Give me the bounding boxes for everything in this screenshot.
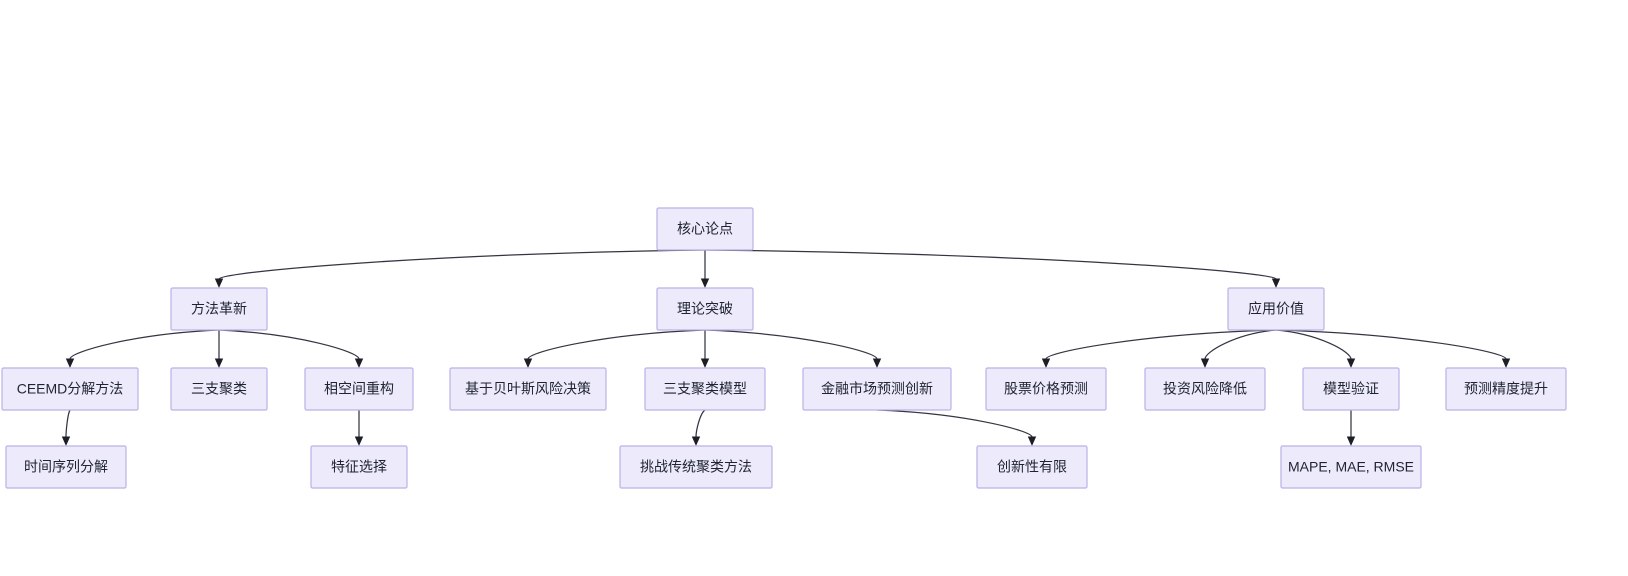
edge-arrowhead — [872, 358, 882, 368]
node-box[interactable] — [619, 445, 773, 489]
flow-node-l2e[interactable]: 三支聚类模型 — [644, 367, 766, 411]
flow-node-l2d[interactable]: 基于贝叶斯风险决策 — [449, 367, 607, 411]
flow-node-l3e[interactable]: MAPE, MAE, RMSE — [1280, 445, 1422, 489]
flow-node-l3a[interactable]: 时间序列分解 — [5, 445, 127, 489]
edge-l1c-to-l2i — [1275, 329, 1352, 360]
node-box[interactable] — [1144, 367, 1266, 411]
node-label: CEEMD分解方法 — [17, 381, 124, 397]
edge-arrowhead — [214, 278, 224, 288]
node-label: 基于贝叶斯风险决策 — [465, 381, 591, 397]
flow-node-l1c[interactable]: 应用价值 — [1227, 287, 1325, 331]
node-label: 理论突破 — [677, 301, 733, 317]
flow-node-l3c[interactable]: 挑战传统聚类方法 — [619, 445, 773, 489]
node-box[interactable] — [644, 367, 766, 411]
node-box[interactable] — [5, 445, 127, 489]
node-label: 时间序列分解 — [24, 459, 108, 475]
edge-arrowhead — [691, 436, 701, 446]
edge-l2a-to-l3a — [65, 409, 71, 438]
edge-arrowhead — [354, 358, 364, 368]
node-label: MAPE, MAE, RMSE — [1288, 459, 1414, 475]
node-label: 股票价格预测 — [1004, 381, 1088, 397]
flow-node-l2h[interactable]: 投资风险降低 — [1144, 367, 1266, 411]
edge-arrowhead — [1041, 358, 1051, 368]
edge-l1c-to-l2h — [1204, 329, 1277, 360]
node-label: 挑战传统聚类方法 — [640, 459, 752, 475]
flow-node-l2i[interactable]: 模型验证 — [1302, 367, 1400, 411]
node-box[interactable] — [170, 287, 268, 331]
edge-l1b-to-l2f — [704, 329, 878, 360]
edge-arrowhead — [65, 358, 75, 368]
flow-node-l1a[interactable]: 方法革新 — [170, 287, 268, 331]
edge-arrowhead — [1346, 358, 1356, 368]
edge-l1b-to-l2d — [527, 329, 706, 360]
node-label: 三支聚类 — [191, 381, 247, 397]
edge-arrowhead — [700, 278, 710, 288]
node-label: 方法革新 — [191, 301, 247, 317]
flow-node-l2c[interactable]: 相空间重构 — [304, 367, 414, 411]
node-box[interactable] — [170, 367, 268, 411]
node-box[interactable] — [1, 367, 139, 411]
edge-arrowhead — [700, 358, 710, 368]
flow-node-l2f[interactable]: 金融市场预测创新 — [802, 367, 952, 411]
node-box[interactable] — [656, 207, 754, 251]
edge-arrowhead — [1346, 436, 1356, 446]
edge-l1c-to-l2j — [1275, 329, 1507, 360]
edge-arrowhead — [61, 436, 71, 446]
node-box[interactable] — [304, 367, 414, 411]
node-label: 特征选择 — [331, 459, 387, 475]
edge-arrowhead — [1271, 278, 1281, 288]
flow-node-l2g[interactable]: 股票价格预测 — [985, 367, 1107, 411]
edge-root-to-l1a — [218, 249, 706, 280]
flow-node-root[interactable]: 核心论点 — [656, 207, 754, 251]
edge-arrowhead — [1501, 358, 1511, 368]
node-label: 模型验证 — [1323, 381, 1379, 397]
node-box[interactable] — [802, 367, 952, 411]
edge-root-to-l1c — [704, 249, 1277, 280]
node-box[interactable] — [1280, 445, 1422, 489]
node-label: 三支聚类模型 — [663, 381, 747, 397]
node-label: 预测精度提升 — [1464, 381, 1548, 397]
edge-l1a-to-l2a — [69, 329, 220, 360]
node-label: 投资风险降低 — [1163, 381, 1247, 397]
flow-node-l3d[interactable]: 创新性有限 — [976, 445, 1088, 489]
flow-node-l2b[interactable]: 三支聚类 — [170, 367, 268, 411]
node-label: 核心论点 — [677, 221, 733, 237]
flow-node-l2j[interactable]: 预测精度提升 — [1445, 367, 1567, 411]
node-box[interactable] — [985, 367, 1107, 411]
node-box[interactable] — [310, 445, 408, 489]
node-label: 相空间重构 — [324, 381, 394, 397]
edge-l2f-to-l3d — [876, 409, 1033, 438]
node-box[interactable] — [976, 445, 1088, 489]
edge-l1a-to-l2c — [218, 329, 360, 360]
node-label: 应用价值 — [1248, 301, 1304, 317]
edge-l1c-to-l2g — [1045, 329, 1277, 360]
flow-node-l2a[interactable]: CEEMD分解方法 — [1, 367, 139, 411]
flow-node-l1b[interactable]: 理论突破 — [656, 287, 754, 331]
edge-arrowhead — [1027, 436, 1037, 446]
node-box[interactable] — [1445, 367, 1567, 411]
edge-arrowhead — [523, 358, 533, 368]
node-label: 创新性有限 — [997, 459, 1067, 475]
flow-node-l3b[interactable]: 特征选择 — [310, 445, 408, 489]
node-box[interactable] — [1227, 287, 1325, 331]
edges-layer — [61, 249, 1511, 446]
edge-l2e-to-l3c — [695, 409, 706, 438]
edge-arrowhead — [354, 436, 364, 446]
node-box[interactable] — [656, 287, 754, 331]
edge-arrowhead — [1200, 358, 1210, 368]
node-box[interactable] — [1302, 367, 1400, 411]
edge-arrowhead — [214, 358, 224, 368]
node-label: 金融市场预测创新 — [821, 381, 933, 397]
node-box[interactable] — [449, 367, 607, 411]
